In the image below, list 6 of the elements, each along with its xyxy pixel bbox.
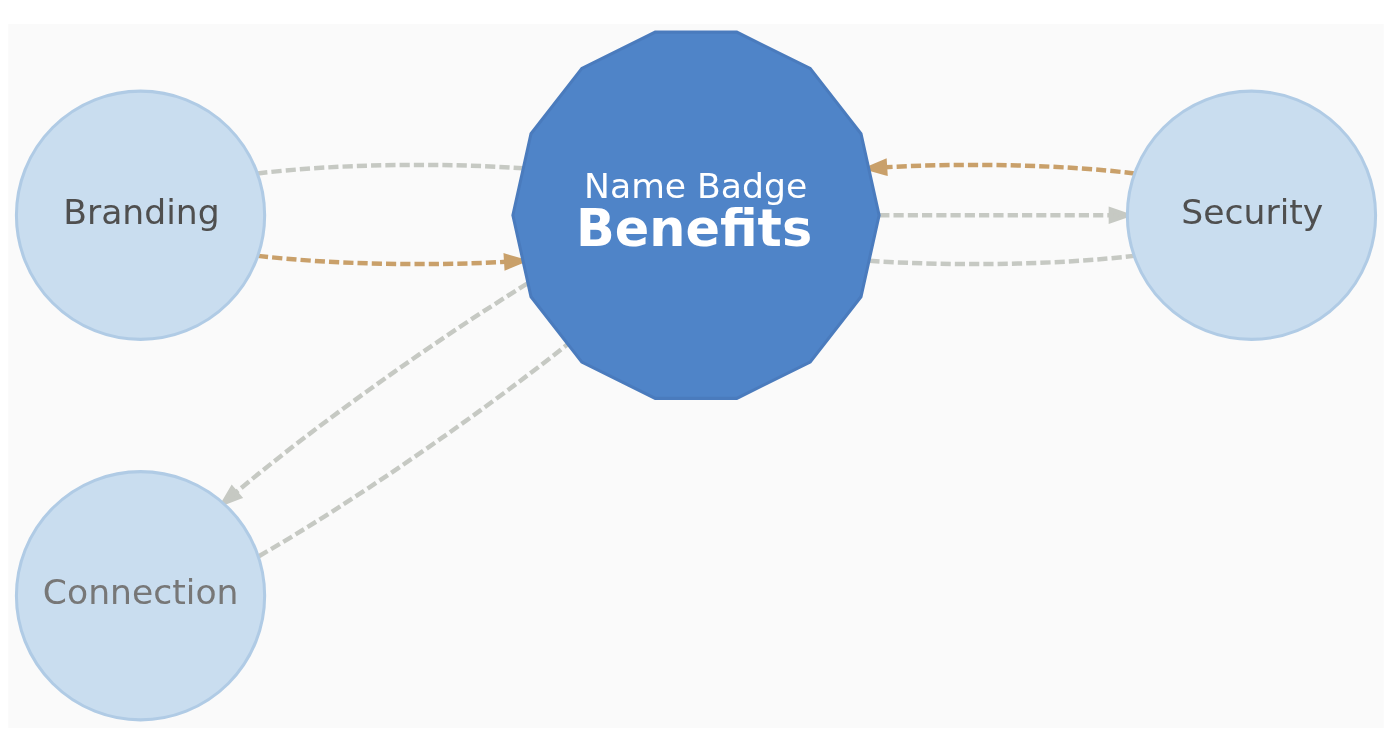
connector bbox=[869, 253, 1135, 267]
node-circle: Security bbox=[1125, 89, 1378, 341]
connector bbox=[257, 162, 524, 176]
node-circle: Branding bbox=[14, 89, 267, 341]
connector bbox=[257, 342, 569, 559]
node-circle: Connection bbox=[14, 470, 267, 722]
